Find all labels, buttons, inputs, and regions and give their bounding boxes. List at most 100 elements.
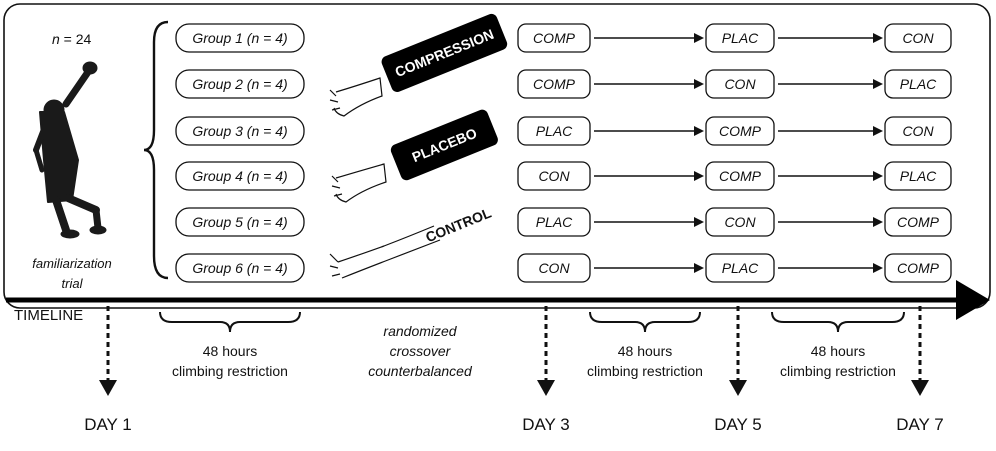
group-label-n: n [251, 30, 259, 46]
sequence-arrowhead [694, 263, 704, 273]
condition-box [884, 207, 952, 237]
condition-label: CON [724, 214, 756, 230]
group-label: Group 1 (n = 4) [192, 30, 287, 46]
day-label: DAY 7 [896, 415, 944, 434]
sequence-row: PLAC CON COMP [517, 207, 952, 237]
n-symbol: n [52, 31, 60, 47]
group-brace [143, 20, 169, 280]
condition-box [705, 253, 775, 283]
sequence-arrowhead [873, 33, 883, 43]
sequence-arrowhead [694, 79, 704, 89]
condition-label: PLAC [536, 214, 573, 230]
group-label-prefix: Group 5 ( [192, 214, 252, 230]
condition-box [705, 207, 775, 237]
sequence-arrowhead [694, 126, 704, 136]
group-list: Group 1 (n = 4)Group 2 (n = 4)Group 3 (n… [175, 23, 305, 283]
sequence-arrowhead [873, 79, 883, 89]
condition-label: PLAC [722, 30, 759, 46]
condition-box [517, 116, 591, 146]
restriction-brace [159, 311, 301, 333]
group-label-prefix: Group 6 ( [192, 260, 252, 276]
condition-label: COMP [719, 168, 762, 184]
restriction-hours: 48 hours [203, 343, 257, 359]
condition-label: COMP [897, 214, 940, 230]
group-label-prefix: Group 1 ( [192, 30, 252, 46]
restriction-period: 48 hours climbing restriction [159, 311, 301, 379]
group-label-prefix: Group 4 ( [192, 168, 252, 184]
sequence-arrowhead [873, 263, 883, 273]
restriction-brace [771, 311, 905, 333]
n-value: = 24 [60, 31, 92, 47]
condition-box [884, 116, 952, 146]
condition-box [705, 23, 775, 53]
day-markers: DAY 1 DAY 3 DAY 5 DAY 7 [84, 306, 944, 434]
day-arrowhead [729, 380, 747, 396]
condition-box [517, 69, 591, 99]
condition-box [705, 116, 775, 146]
group-pill: Group 1 (n = 4) [175, 23, 305, 53]
day-arrowhead [911, 380, 929, 396]
day-arrowhead [99, 380, 117, 396]
condition-box [884, 161, 952, 191]
sequence-arrowhead [694, 171, 704, 181]
sequence-row: COMP PLAC CON [517, 23, 952, 53]
group-pill: Group 6 (n = 4) [175, 253, 305, 283]
familiarization-label-line2: trial [62, 276, 84, 291]
climber-silhouette-icon [33, 61, 107, 239]
group-label-n: n [251, 76, 259, 92]
restriction-hours: 48 hours [811, 343, 865, 359]
day-marker: DAY 3 [522, 306, 570, 434]
condition-label: CON [724, 76, 756, 92]
day-arrowhead [537, 380, 555, 396]
condition-label: PLAC [900, 168, 937, 184]
condition-box [884, 23, 952, 53]
group-label: Group 6 (n = 4) [192, 260, 287, 276]
group-label-count: = 4) [259, 76, 287, 92]
group-label-n: n [251, 168, 259, 184]
group-label: Group 2 (n = 4) [192, 76, 287, 92]
condition-box [517, 253, 591, 283]
condition-label: COMP [897, 260, 940, 276]
condition-label: CON [902, 30, 934, 46]
design-line3: counterbalanced [368, 363, 473, 379]
restriction-period: 48 hours climbing restriction [771, 311, 905, 379]
group-label-count: = 4) [259, 260, 287, 276]
group-label-count: = 4) [259, 168, 287, 184]
sequence-arrowhead [694, 217, 704, 227]
sequence-arrowhead [873, 217, 883, 227]
group-pill: Group 5 (n = 4) [175, 207, 305, 237]
condition-label: PLAC [900, 76, 937, 92]
familiarization-label-line1: familiarization [32, 256, 111, 271]
condition-label: CON [538, 260, 570, 276]
group-label: Group 5 (n = 4) [192, 214, 287, 230]
restriction-text: climbing restriction [172, 363, 288, 379]
group-label: Group 3 (n = 4) [192, 123, 287, 139]
restriction-text: climbing restriction [587, 363, 703, 379]
condition-label: COMP [533, 30, 576, 46]
group-pill: Group 2 (n = 4) [175, 69, 305, 99]
group-label-n: n [251, 123, 259, 139]
design-line1: randomized [383, 323, 457, 339]
restriction-periods: 48 hours climbing restriction 48 hours clim… [159, 311, 905, 379]
sequence-row: CON COMP PLAC [517, 161, 952, 191]
day-label: DAY 3 [522, 415, 570, 434]
group-label-n: n [251, 214, 259, 230]
condition-label: CON [538, 168, 570, 184]
day-label: DAY 5 [714, 415, 762, 434]
group-pill: Group 4 (n = 4) [175, 161, 305, 191]
group-label-count: = 4) [259, 30, 287, 46]
restriction-text: climbing restriction [780, 363, 896, 379]
condition-label: PLAC [536, 123, 573, 139]
condition-box [884, 69, 952, 99]
participant-count: n = 24 [52, 31, 92, 47]
condition-box [705, 69, 775, 99]
condition-box [517, 207, 591, 237]
sequence-arrowhead [873, 171, 883, 181]
day-marker: DAY 1 [84, 306, 132, 434]
condition-label: COMP [719, 123, 762, 139]
